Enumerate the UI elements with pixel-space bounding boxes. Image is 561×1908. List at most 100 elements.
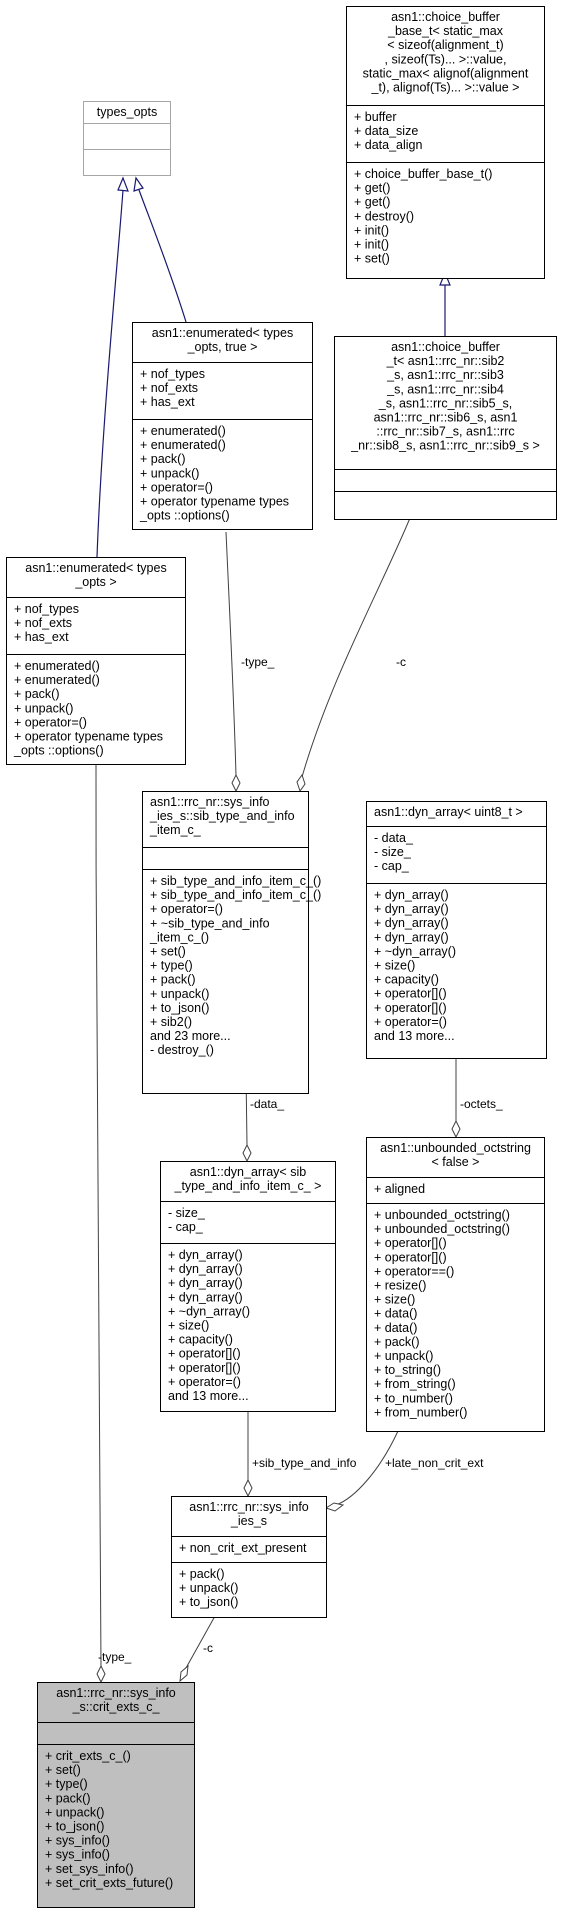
class-method: + size() (374, 1293, 415, 1307)
class-box-frame (83, 101, 171, 176)
class-method: _opts ::options() (139, 509, 230, 523)
class-title-line: _opts, true > (187, 340, 258, 354)
class-method: + operator=() (374, 1015, 447, 1029)
aggregation-diamond (324, 1502, 345, 1512)
class-method: + operator typename types (140, 495, 289, 509)
edge-label: -c (396, 655, 406, 669)
class-method: - destroy_() (150, 1043, 214, 1057)
class-method: + unbounded_octstring() (374, 1222, 510, 1236)
class-method: and 13 more... (374, 1029, 455, 1043)
class-method: + unpack() (140, 466, 199, 480)
class-title-line: asn1::rrc_nr::sib6_s, asn1 (374, 411, 518, 425)
class-method: + operator=() (168, 1375, 241, 1389)
class-method: + operator[]() (168, 1347, 241, 1361)
class-attribute: - cap_ (374, 859, 410, 873)
class-title-line: static_max< alignof(alignment (363, 66, 529, 80)
class-box-frame (132, 322, 313, 530)
class-box-unbounded-octstring: asn1::unbounded_octstring< false >+ alig… (366, 1137, 545, 1432)
class-method: + operator=() (14, 715, 87, 729)
class-box-frame (366, 801, 547, 1059)
class-method: + to_json() (45, 1820, 104, 1834)
class-method: + data() (374, 1307, 417, 1321)
class-method: + operator=() (140, 480, 213, 494)
class-attribute: - data_ (374, 831, 414, 845)
class-method: + operator[]() (374, 987, 447, 1001)
edge-late-non-crit-ext-to-sys-info-ies (335, 1430, 399, 1506)
class-method: + dyn_array() (374, 888, 449, 902)
class-title-line: < false > (432, 1155, 480, 1169)
class-box-frame (334, 336, 557, 520)
class-box-frame (142, 791, 309, 1094)
class-title-line: _type_and_info_item_c_ > (174, 1179, 322, 1193)
class-method: + pack() (140, 452, 186, 466)
class-method: + operator[]() (374, 1001, 447, 1015)
class-method: + enumerated() (140, 424, 226, 438)
class-method: + set() (354, 252, 390, 266)
aggregation-diamond (451, 1119, 461, 1139)
class-method: + set() (45, 1763, 81, 1777)
class-method: + from_string() (374, 1377, 456, 1391)
diagram-nodes: asn1::choice_buffer_base_t< static_max< … (6, 6, 557, 1908)
class-title-line: asn1::rrc_nr::sys_info (189, 1500, 309, 1514)
class-method: + sib_type_and_info_item_c_() (150, 874, 321, 888)
class-attribute: + nof_types (14, 602, 79, 616)
class-box-sib-item: asn1::rrc_nr::sys_info_ies_s::sib_type_a… (142, 791, 321, 1094)
class-method: + enumerated() (140, 438, 226, 452)
class-title-line: _s, asn1::rrc_nr::sib3 (386, 368, 504, 382)
class-title-line: types_opts (97, 105, 157, 119)
class-box-dyn-array-sib: asn1::dyn_array< sib_type_and_info_item_… (160, 1161, 336, 1412)
class-method: + operator[]() (168, 1361, 241, 1375)
class-method: + sib2() (150, 1015, 192, 1029)
edge-label: -data_ (250, 1097, 284, 1111)
class-method: + resize() (374, 1279, 426, 1293)
class-title-line: , sizeof(Ts)... >::value, (385, 52, 507, 66)
class-method: + size() (168, 1319, 209, 1333)
class-method: + sib_type_and_info_item_c_() (150, 888, 321, 902)
class-method: + dyn_array() (168, 1290, 243, 1304)
class-method: + data() (374, 1321, 417, 1335)
class-attribute: + non_crit_ext_present (179, 1541, 307, 1555)
class-method: + sys_info() (45, 1848, 110, 1862)
aggregation-diamond (242, 1143, 252, 1163)
class-method: + choice_buffer_base_t() (354, 167, 492, 181)
class-title-line: _t< asn1::rrc_nr::sib2 (386, 354, 505, 368)
class-title-line: asn1::choice_buffer (391, 340, 500, 354)
edge-enumerated-to-types-opts (96, 189, 124, 558)
class-method: + destroy() (354, 209, 414, 223)
class-title-line: _item_c_ (149, 823, 202, 837)
class-method: + dyn_array() (168, 1248, 243, 1262)
class-method: + init() (354, 223, 389, 237)
class-method: + get() (354, 181, 390, 195)
class-method: and 23 more... (150, 1029, 231, 1043)
class-method: + crit_exts_c_() (45, 1749, 131, 1763)
class-method: + operator[]() (374, 1236, 447, 1250)
class-title-line: _t), alignof(Ts)... >::value > (371, 81, 520, 95)
class-method: + unpack() (179, 1581, 238, 1595)
class-method: + sys_info() (45, 1834, 110, 1848)
class-title-line: asn1::unbounded_octstring (380, 1141, 531, 1155)
class-box-sys-info-ies: asn1::rrc_nr::sys_info_ies_s+ non_crit_e… (171, 1496, 327, 1618)
class-box-types-opts: types_opts (83, 101, 171, 176)
edge-label: +late_non_crit_ext (385, 1456, 484, 1470)
class-method: + type() (150, 959, 193, 973)
class-method: + to_string() (374, 1363, 441, 1377)
class-method: + pack() (179, 1567, 225, 1581)
class-method: + pack() (45, 1791, 91, 1805)
edge-label: -type_ (98, 1650, 132, 1664)
class-title-line: asn1::rrc_nr::sys_info (150, 795, 270, 809)
class-method: + from_number() (374, 1405, 467, 1419)
class-title-line: _opts > (74, 575, 116, 589)
class-method: + unpack() (150, 987, 209, 1001)
class-attribute: + aligned (374, 1182, 425, 1196)
class-method: + unpack() (45, 1805, 104, 1819)
class-method: + operator typename types (14, 730, 163, 744)
class-method: + type() (45, 1777, 88, 1791)
class-method: + set_sys_info() (45, 1862, 134, 1876)
edge-label: -octets_ (460, 1097, 503, 1111)
class-title-line: asn1::enumerated< types (25, 561, 166, 575)
class-attribute: + nof_exts (140, 381, 198, 395)
class-title-line: _nr::sib8_s, asn1::rrc_nr::sib9_s > (350, 439, 540, 453)
class-box-enumerated: asn1::enumerated< types_opts >+ nof_type… (6, 557, 186, 765)
class-method: + unpack() (374, 1349, 433, 1363)
